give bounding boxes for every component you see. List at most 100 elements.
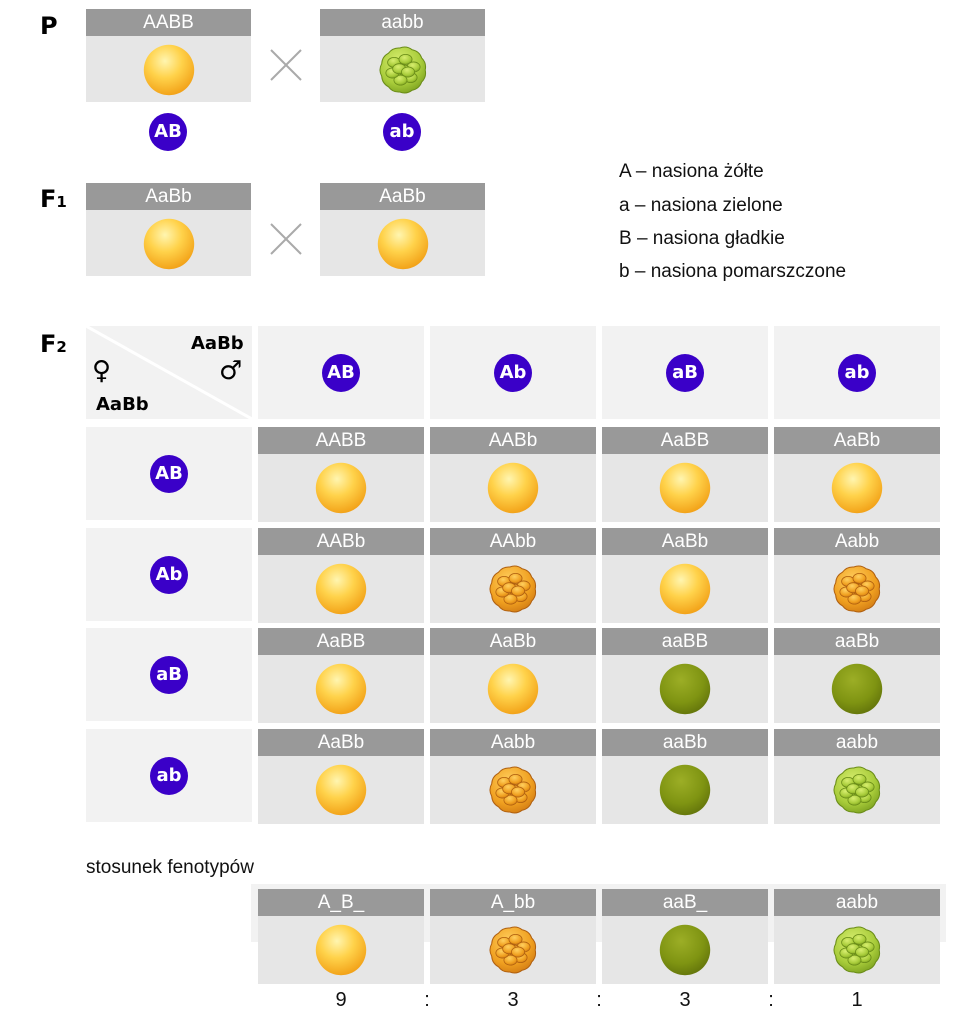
gamete-badge: Ab [494, 353, 532, 392]
phenotype-card: aabb [774, 889, 940, 984]
gamete-badge: ab [150, 756, 188, 795]
offspring-card: aaBb [774, 628, 940, 723]
row-gamete-cell: ab [86, 729, 252, 822]
genotype-label: aaBB [602, 628, 768, 655]
seed-icon [315, 764, 367, 816]
legend-line-3: B – nasiona gładkie [619, 228, 785, 249]
genotype-label: AaBb [430, 628, 596, 655]
seed-icon [831, 663, 883, 715]
ratio-separator: : [596, 989, 602, 1011]
offspring-card: aaBb [602, 729, 768, 824]
seed-icon [833, 926, 881, 974]
offspring-card: AaBB [602, 427, 768, 522]
offspring-card: aabb [774, 729, 940, 824]
seed-icon [487, 663, 539, 715]
f2-subscript: 2 [56, 338, 67, 356]
gamete-badge: aB [150, 655, 188, 694]
genotype-label: AaBb [320, 183, 485, 210]
seed-icon [143, 44, 194, 96]
genotype-label: AaBb [86, 183, 251, 210]
offspring-card: Aabb [774, 528, 940, 623]
seed-icon [659, 462, 711, 514]
legend-line-1: A – nasiona żółte [619, 161, 764, 182]
seed-icon [833, 766, 881, 814]
offspring-card: AABb [430, 427, 596, 522]
male-genotype: AaBb [191, 333, 244, 354]
row-gamete-cell: Ab [86, 528, 252, 621]
genotype-label: Aabb [774, 528, 940, 555]
seed-icon [659, 563, 711, 615]
genotype-label: aaBb [602, 729, 768, 756]
seed-icon [143, 218, 194, 270]
generation-label-p: P [40, 12, 58, 40]
genotype-label: AaBb [258, 729, 424, 756]
seed-icon [315, 663, 367, 715]
legend-line-4: b – nasiona pomarszczone [619, 261, 847, 282]
seed-icon [315, 563, 367, 615]
seed-icon [833, 565, 881, 613]
ratio-separator: : [768, 989, 774, 1011]
punnett-corner: AaBb ♂ ♀ AaBb [86, 326, 252, 419]
ratio-count: 1 [851, 989, 863, 1011]
ratio-count: 9 [335, 989, 347, 1011]
genotype-label: AaBb [774, 427, 940, 454]
genotype-label: aabb [774, 729, 940, 756]
p-parent-card-1: AABB [86, 9, 251, 102]
seed-icon [315, 924, 367, 976]
seed-icon [378, 46, 426, 94]
offspring-card: AaBb [774, 427, 940, 522]
gamete-badge: AB [150, 454, 188, 493]
generation-label-f1: F1 [40, 185, 67, 213]
genotype-label: AaBB [258, 628, 424, 655]
f1-subscript: 1 [56, 193, 67, 211]
column-gamete-cell: aB [602, 326, 768, 419]
column-gamete-cell: AB [258, 326, 424, 419]
f1-parent-card-1: AaBb [86, 183, 251, 276]
offspring-card: aaBB [602, 628, 768, 723]
genotype-label: AaBb [602, 528, 768, 555]
seed-icon [377, 218, 428, 270]
genotype-label: aaBb [774, 628, 940, 655]
seed-icon [659, 924, 711, 976]
gamete-badge: ab [838, 353, 876, 392]
genotype-label: AAbb [430, 528, 596, 555]
seed-icon [659, 663, 711, 715]
genotype-label: Aabb [430, 729, 596, 756]
legend-line-2: a – nasiona zielone [619, 195, 783, 216]
offspring-card: AABb [258, 528, 424, 623]
seed-icon [315, 462, 367, 514]
phenotype-card: A_B_ [258, 889, 424, 984]
generation-label-f2: F2 [40, 330, 67, 358]
cross-icon [270, 223, 302, 255]
genotype-label: AaBB [602, 427, 768, 454]
offspring-card: AaBB [258, 628, 424, 723]
p-gamete-1: AB [149, 113, 187, 151]
corner-diagonal [86, 326, 252, 419]
ratio-count: 3 [679, 989, 691, 1011]
female-symbol-icon: ♀ [92, 356, 112, 386]
gamete-badge: Ab [150, 555, 188, 594]
seed-icon [489, 926, 537, 974]
cross-icon [270, 49, 302, 81]
phenotype-card: aaB_ [602, 889, 768, 984]
seed-icon [489, 766, 537, 814]
gamete-badge: AB [322, 353, 360, 392]
phenotype-genotype-label: aabb [774, 889, 940, 916]
offspring-card: Aabb [430, 729, 596, 824]
f1-parent-card-2: AaBb [320, 183, 485, 276]
column-gamete-cell: Ab [430, 326, 596, 419]
row-gamete-cell: aB [86, 628, 252, 721]
phenotype-genotype-label: A_bb [430, 889, 596, 916]
offspring-card: AAbb [430, 528, 596, 623]
phenotype-genotype-label: aaB_ [602, 889, 768, 916]
genotype-label: AABB [86, 9, 251, 36]
genotype-label: AABb [258, 528, 424, 555]
offspring-card: AaBb [258, 729, 424, 824]
phenotype-genotype-label: A_B_ [258, 889, 424, 916]
ratio-count: 3 [507, 989, 519, 1011]
ratio-separator: : [424, 989, 430, 1011]
seed-icon [831, 462, 883, 514]
f2-letter: F [40, 330, 57, 358]
p-gamete-2: ab [383, 113, 421, 151]
seed-icon [487, 462, 539, 514]
